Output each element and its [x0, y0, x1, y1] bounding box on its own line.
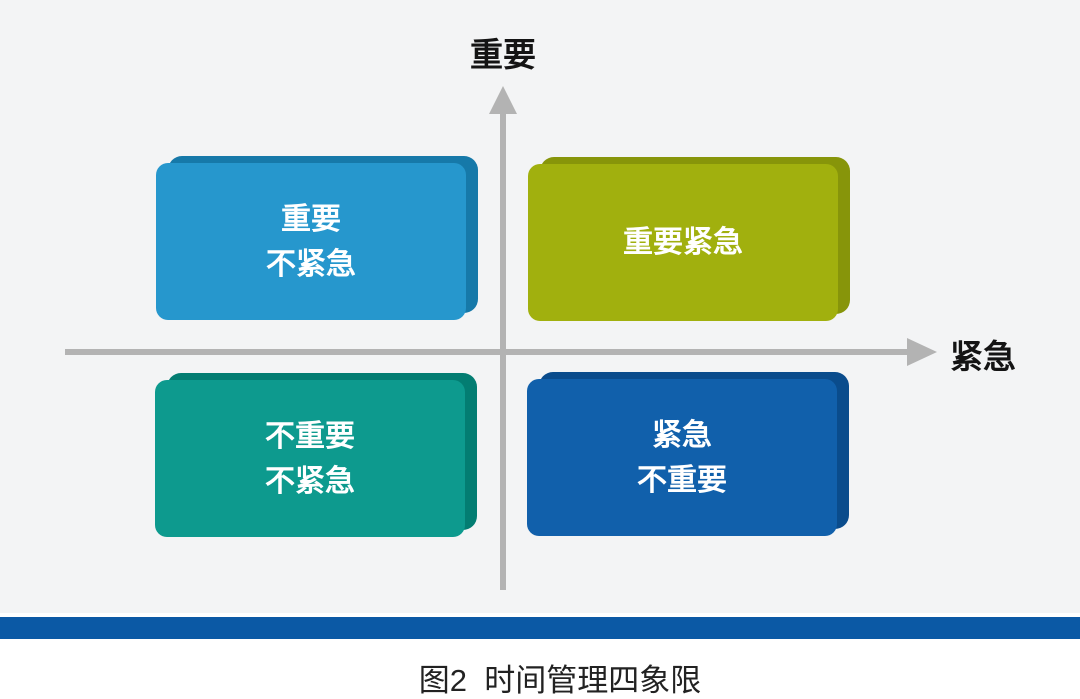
quadrant-important-urgent: 重要紧急 [528, 157, 850, 321]
x-axis-line [65, 349, 910, 355]
quadrant-label-line: 不紧急 [266, 247, 356, 281]
x-axis-label: 紧急 [950, 338, 1016, 375]
quadrant-face: 不重要 不紧急 [155, 380, 465, 537]
quadrant-urgent-not-important: 紧急 不重要 [527, 372, 849, 536]
quadrant-label-line: 重要紧急 [623, 226, 743, 259]
quadrant-face: 紧急 不重要 [527, 379, 837, 536]
divider-bar [0, 617, 1080, 639]
quadrant-not-important-not-urgent: 不重要 不紧急 [155, 373, 477, 537]
quadrant-label-line: 不紧急 [265, 464, 355, 498]
quadrant-label-line: 紧急 [652, 418, 712, 452]
quadrant-face: 重要 不紧急 [156, 163, 466, 320]
y-axis-label: 重要 [470, 36, 536, 73]
quadrant-label-line: 不重要 [265, 419, 355, 453]
quadrant-label-line: 不重要 [637, 463, 727, 497]
figure-caption: 图2 时间管理四象限 [418, 663, 702, 698]
quadrant-important-not-urgent: 重要 不紧急 [156, 156, 478, 320]
arrow-up-icon [489, 86, 517, 114]
quadrant-label-line: 重要 [281, 202, 341, 236]
quadrant-face: 重要紧急 [528, 164, 838, 321]
arrow-right-icon [907, 338, 937, 366]
